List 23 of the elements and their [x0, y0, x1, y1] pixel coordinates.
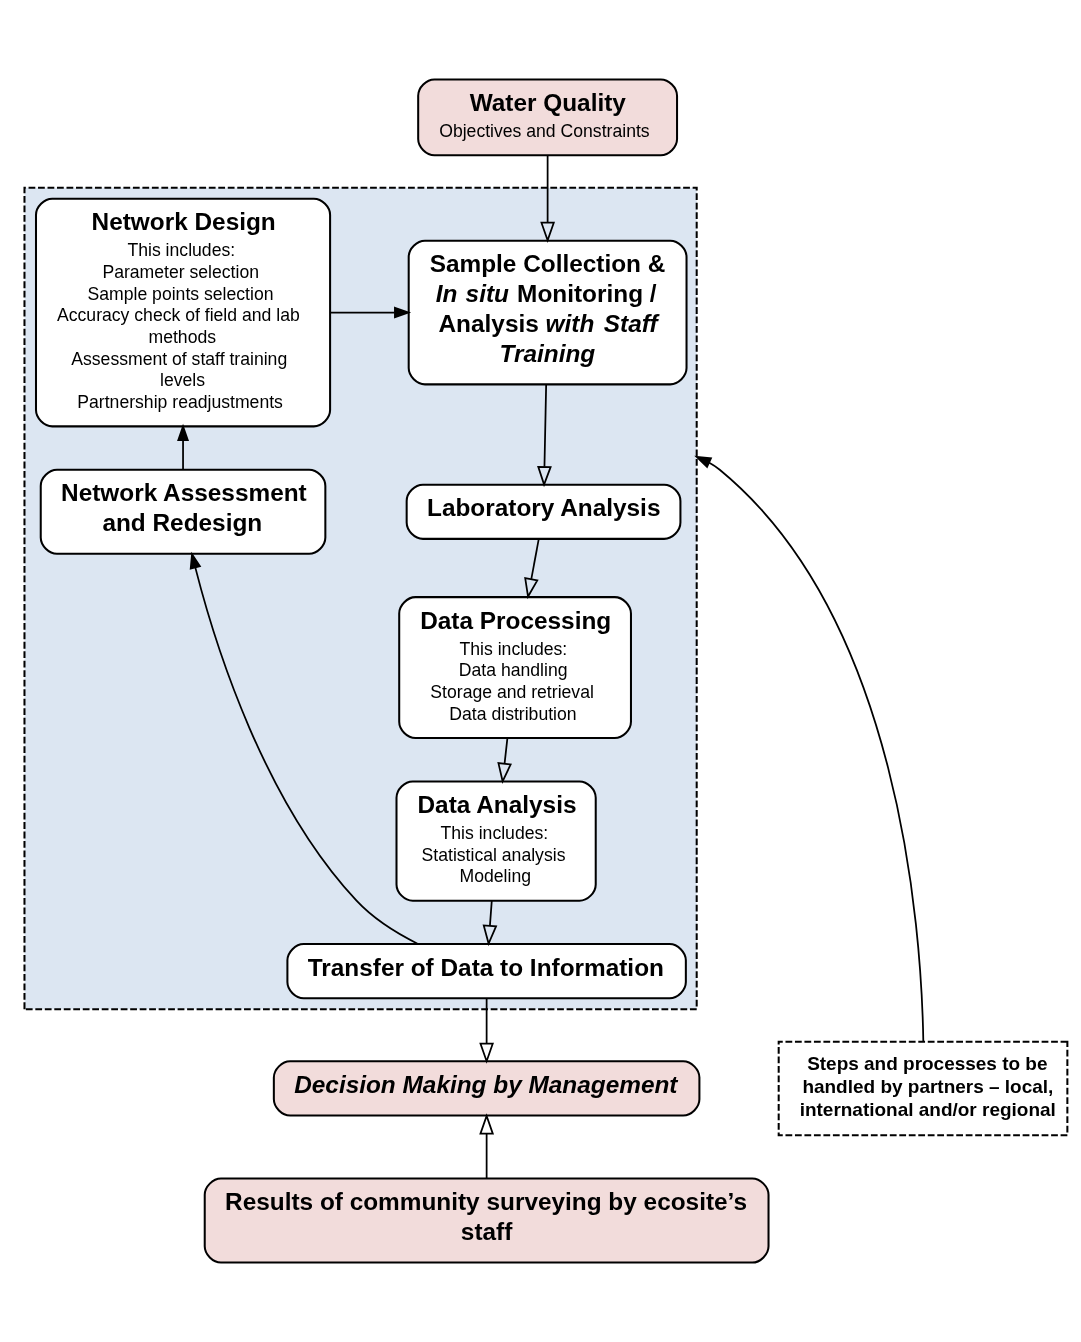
node-box: Transfer of Data to Information [286, 943, 687, 1000]
node-box: Network Assessment and Redesign [39, 468, 327, 555]
arrow [189, 551, 419, 945]
arrow [497, 737, 512, 784]
arrow [694, 455, 925, 1043]
node-box: Sample Collection & In situ Monitoring / Analysis with Staff Training [407, 239, 688, 386]
node-box: Data Analysis This includes: Statistical analysis Modeling [395, 780, 597, 902]
node-box: Water Quality Objectives and Constraints [417, 78, 679, 157]
arrow [482, 900, 498, 947]
node-box: Laboratory Analysis [405, 483, 682, 540]
arrow [479, 997, 495, 1064]
arrow [537, 383, 552, 488]
arrow [524, 538, 540, 600]
node-box: Steps and processes to be handled by partners – local, international and/or regional [777, 1040, 1069, 1137]
node-box: Data Processing This includes: Data handling Storage and retrieval Data distribution [398, 596, 632, 740]
node-box: Results of community surveying by ecosite’s staff [203, 1177, 770, 1264]
node-box: Decision Making by Management [272, 1060, 701, 1117]
arrow [479, 1113, 495, 1180]
arrow [540, 154, 555, 244]
arrow [177, 423, 190, 471]
arrow [329, 306, 412, 319]
cluster [23, 186, 698, 1011]
node-box: Network Design This includes: Parameter selection Sample points selection Accuracy check of field and lab methods Assessment of staff training levels Partnership readjustments [35, 197, 332, 428]
